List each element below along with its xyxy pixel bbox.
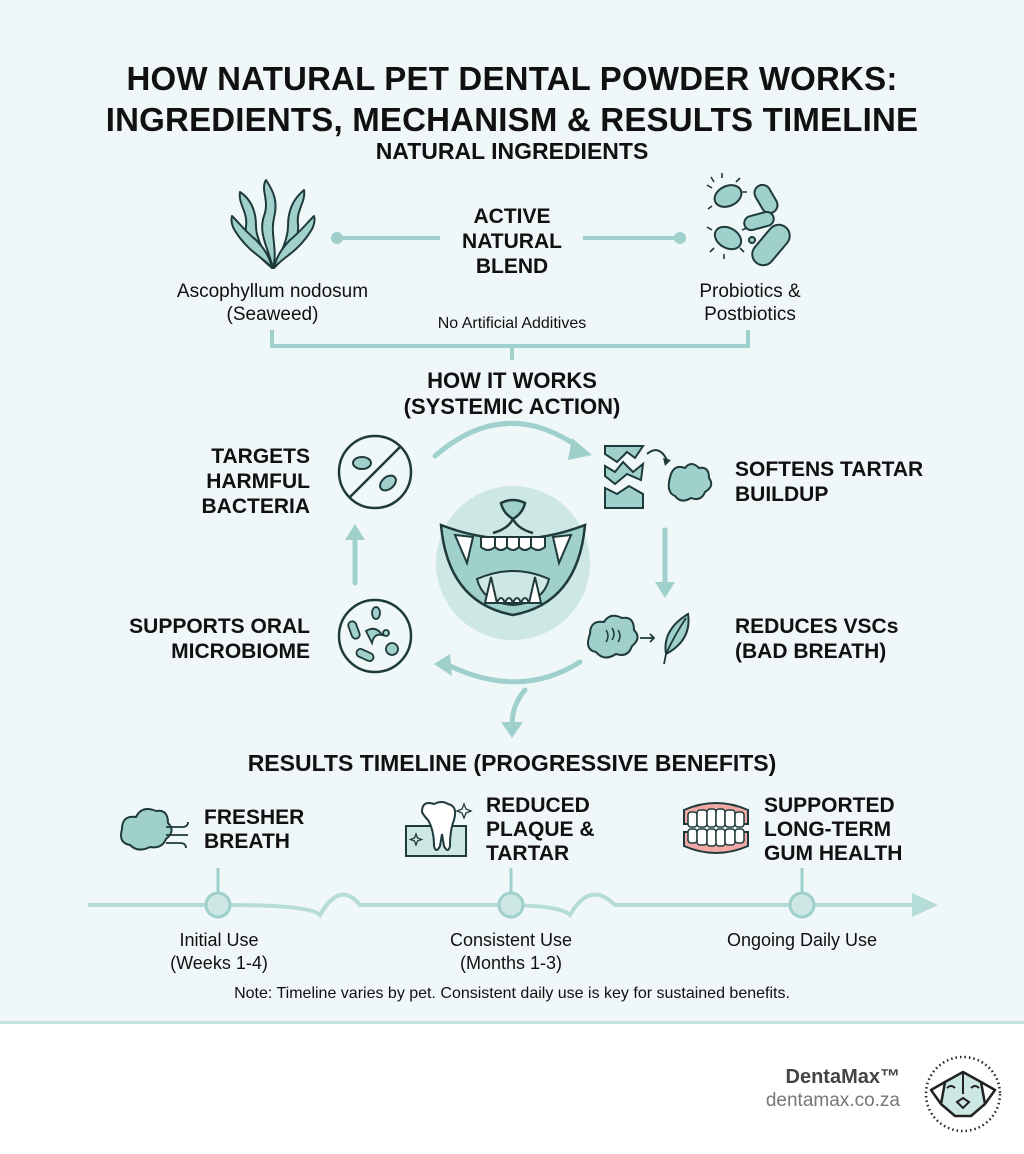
cycle-arrows [345,421,675,738]
clean-tooth-icon [405,801,473,857]
dog-mouth-icon [436,486,590,640]
brand-name: DentaMax™ [785,1066,900,1088]
blend-line-3: BLEND [475,255,549,278]
no-bacteria-icon [337,434,413,510]
benefit-gum-health: SUPPORTED LONG-TERM GUM HEALTH [764,794,902,866]
title-line-1: HOW NATURAL PET DENTAL POWDER WORKS: [126,60,898,97]
title-line-2: INGREDIENTS, MECHANISM & RESULTS TIMELIN… [105,101,919,138]
step-2-line2: BUILDUP [735,483,829,506]
tartar-breaking-icon [604,445,713,509]
timeline-note: Note: Timeline varies by pet. Consistent… [234,985,790,1002]
no-additives-note: No Artificial Additives [437,315,587,332]
benefit-1-line1: FRESHER [204,806,305,829]
benefit-3-line2: LONG-TERM [764,818,892,841]
period-ongoing-use: Ongoing Daily Use [692,929,912,952]
ingredient-probiotics-line2: Postbiotics [704,304,796,325]
timeline-track [88,868,938,919]
dog-face-logo-icon [924,1055,1002,1133]
step-reduces-vscs: REDUCES VSCs (BAD BREATH) [735,614,995,664]
benefit-2-line3: TARTAR [486,842,570,865]
brand-url[interactable]: dentamax.co.za [765,1090,900,1111]
ingredient-probiotics-label: Probiotics & Postbiotics [660,280,840,326]
step-supports-microbiome: SUPPORTS ORAL MICROBIOME [90,614,310,664]
mechanism-heading-line2: (SYSTEMIC ACTION) [403,394,621,419]
ingredients-heading: NATURAL INGREDIENTS [375,138,649,164]
step-4-line1: SUPPORTS ORAL [129,615,310,638]
period-1-line2: (Weeks 1-4) [170,953,268,973]
benefit-3-line3: GUM HEALTH [764,842,903,865]
benefit-2-line2: PLAQUE & [486,818,595,841]
ingredient-probiotics-line1: Probiotics & [699,281,801,302]
step-3-line2: (BAD BREATH) [735,640,887,663]
period-3-line1: Ongoing Daily Use [726,930,878,950]
step-3-line1: REDUCES VSCs [735,615,899,638]
probiotics-icon [706,173,791,267]
step-1-line1: TARGETS [211,445,310,468]
active-natural-blend: ACTIVE NATURAL BLEND [412,204,612,279]
microbiome-icon [337,598,413,674]
benefit-2-line1: REDUCED [486,794,590,817]
step-4-line2: MICROBIOME [171,640,310,663]
benefit-3-line1: SUPPORTED [764,794,895,817]
step-2-line1: SOFTENS TARTAR [735,458,924,481]
step-targets-bacteria: TARGETS HARMFUL BACTERIA [140,444,311,519]
timeline-heading: RESULTS TIMELINE (PROGRESSIVE BENEFITS) [247,750,777,776]
period-initial-use: Initial Use (Weeks 1-4) [109,929,329,975]
healthy-gums-icon [683,802,749,854]
benefit-reduced-plaque: REDUCED PLAQUE & TARTAR [486,794,595,866]
seaweed-icon [230,179,316,269]
breath-to-leaf-icon [587,612,690,665]
period-consistent-use: Consistent Use (Months 1-3) [401,929,621,975]
blend-connector-lines [270,232,750,360]
benefit-fresher-breath: FRESHER BREATH [204,806,304,854]
benefit-1-line2: BREATH [204,830,290,853]
period-1-line1: Initial Use [179,930,259,950]
step-1-line2: HARMFUL [206,470,310,493]
ingredient-seaweed-common: (Seaweed) [226,304,319,325]
period-2-line2: (Months 1-3) [459,953,563,973]
fresh-breath-cloud-icon [120,808,189,851]
blend-line-1: ACTIVE [473,205,551,228]
period-2-line1: Consistent Use [449,930,573,950]
step-1-line3: BACTERIA [201,495,311,518]
page-title: HOW NATURAL PET DENTAL POWDER WORKS: ING… [0,58,1024,140]
mechanism-heading: HOW IT WORKS (SYSTEMIC ACTION) [0,368,1024,420]
mechanism-heading-line1: HOW IT WORKS [427,368,597,393]
ingredient-seaweed-name: Ascophyllum nodosum [176,281,369,302]
blend-line-2: NATURAL [462,230,562,253]
step-softens-tartar: SOFTENS TARTAR BUILDUP [735,457,995,507]
ingredient-seaweed-label: Ascophyllum nodosum (Seaweed) [140,280,405,326]
